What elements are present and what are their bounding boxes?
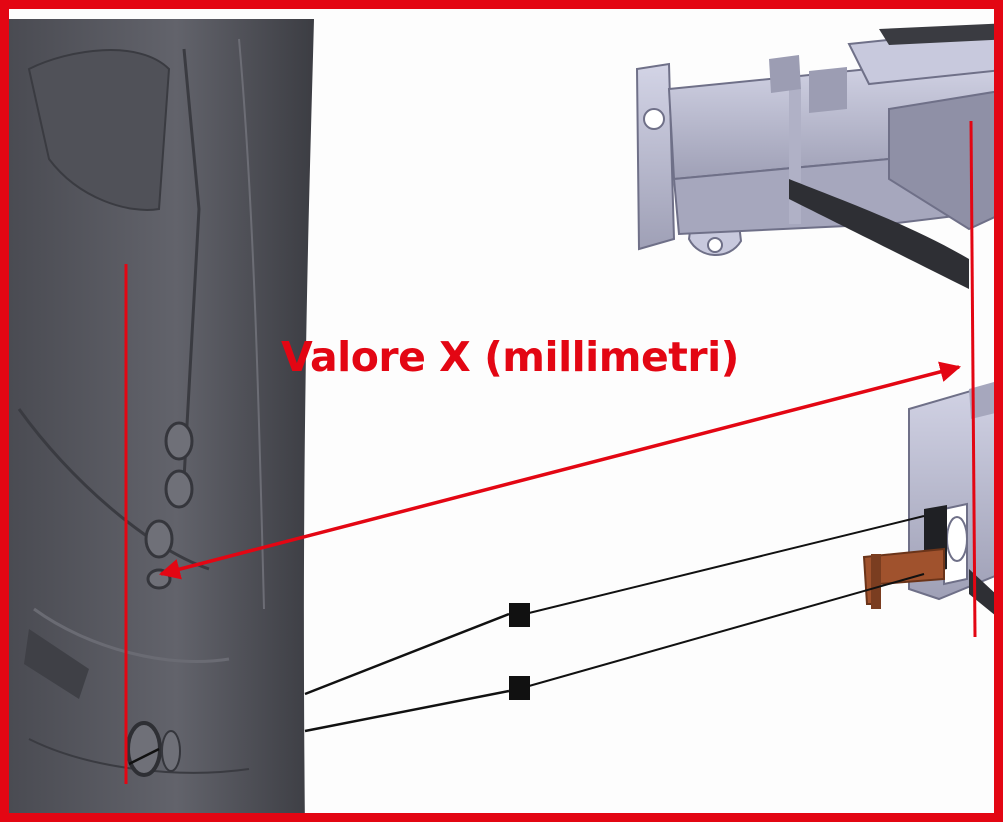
right-reference-line <box>969 120 977 638</box>
fastener-marker-lower <box>509 676 530 700</box>
fastener-marker-upper <box>509 603 530 627</box>
measurement-annotation <box>124 120 977 784</box>
assembly-illustration <box>9 19 994 813</box>
measurement-label: Valore X (millimetri) <box>281 333 739 381</box>
vehicle-side-panel <box>9 19 314 813</box>
lower-chassis-bracket <box>862 382 994 615</box>
upper-chassis-crossmember <box>635 23 994 289</box>
dimension-arrow <box>158 361 962 580</box>
